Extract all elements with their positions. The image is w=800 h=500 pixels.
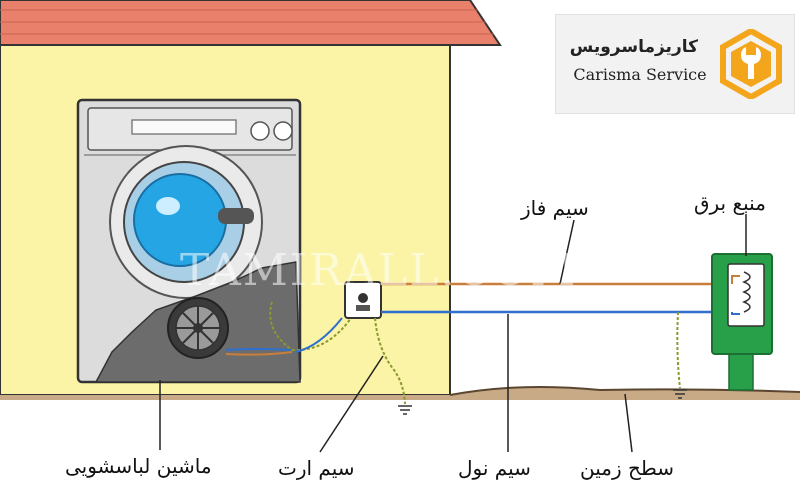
label-neutral-wire: سیم نول [458, 456, 531, 480]
wall-socket [344, 281, 382, 319]
door-handle [218, 208, 254, 224]
logo-english-name: Carisma Service [573, 65, 707, 84]
leader-line [319, 355, 384, 453]
label-phase-wire: سیم فاز [521, 196, 589, 220]
leader-line [624, 393, 633, 453]
watermark-text: TAMIRALL.COM [180, 245, 578, 296]
earth-symbol [398, 405, 412, 415]
logo-persian-name: کاریزماسرویس [569, 37, 698, 57]
power-source-box [711, 253, 773, 391]
control-knob [250, 121, 270, 141]
label-ground-level: سطح زمین [580, 456, 675, 480]
label-earth-wire: سیم ارت [278, 456, 355, 480]
brand-logo: کاریزماسرویس Carisma Service [555, 14, 795, 114]
earth-wire [374, 317, 406, 405]
house-roof [0, 0, 502, 46]
control-knob [273, 121, 293, 141]
washing-machine [76, 98, 302, 384]
label-power-source: منبع برق [694, 191, 766, 215]
earth-symbol [673, 389, 687, 399]
coil-icon [742, 271, 751, 313]
label-washing-machine: ماشین لباسشویی [65, 454, 212, 478]
leader-line [559, 219, 575, 285]
wrench-gear-icon [720, 29, 782, 99]
